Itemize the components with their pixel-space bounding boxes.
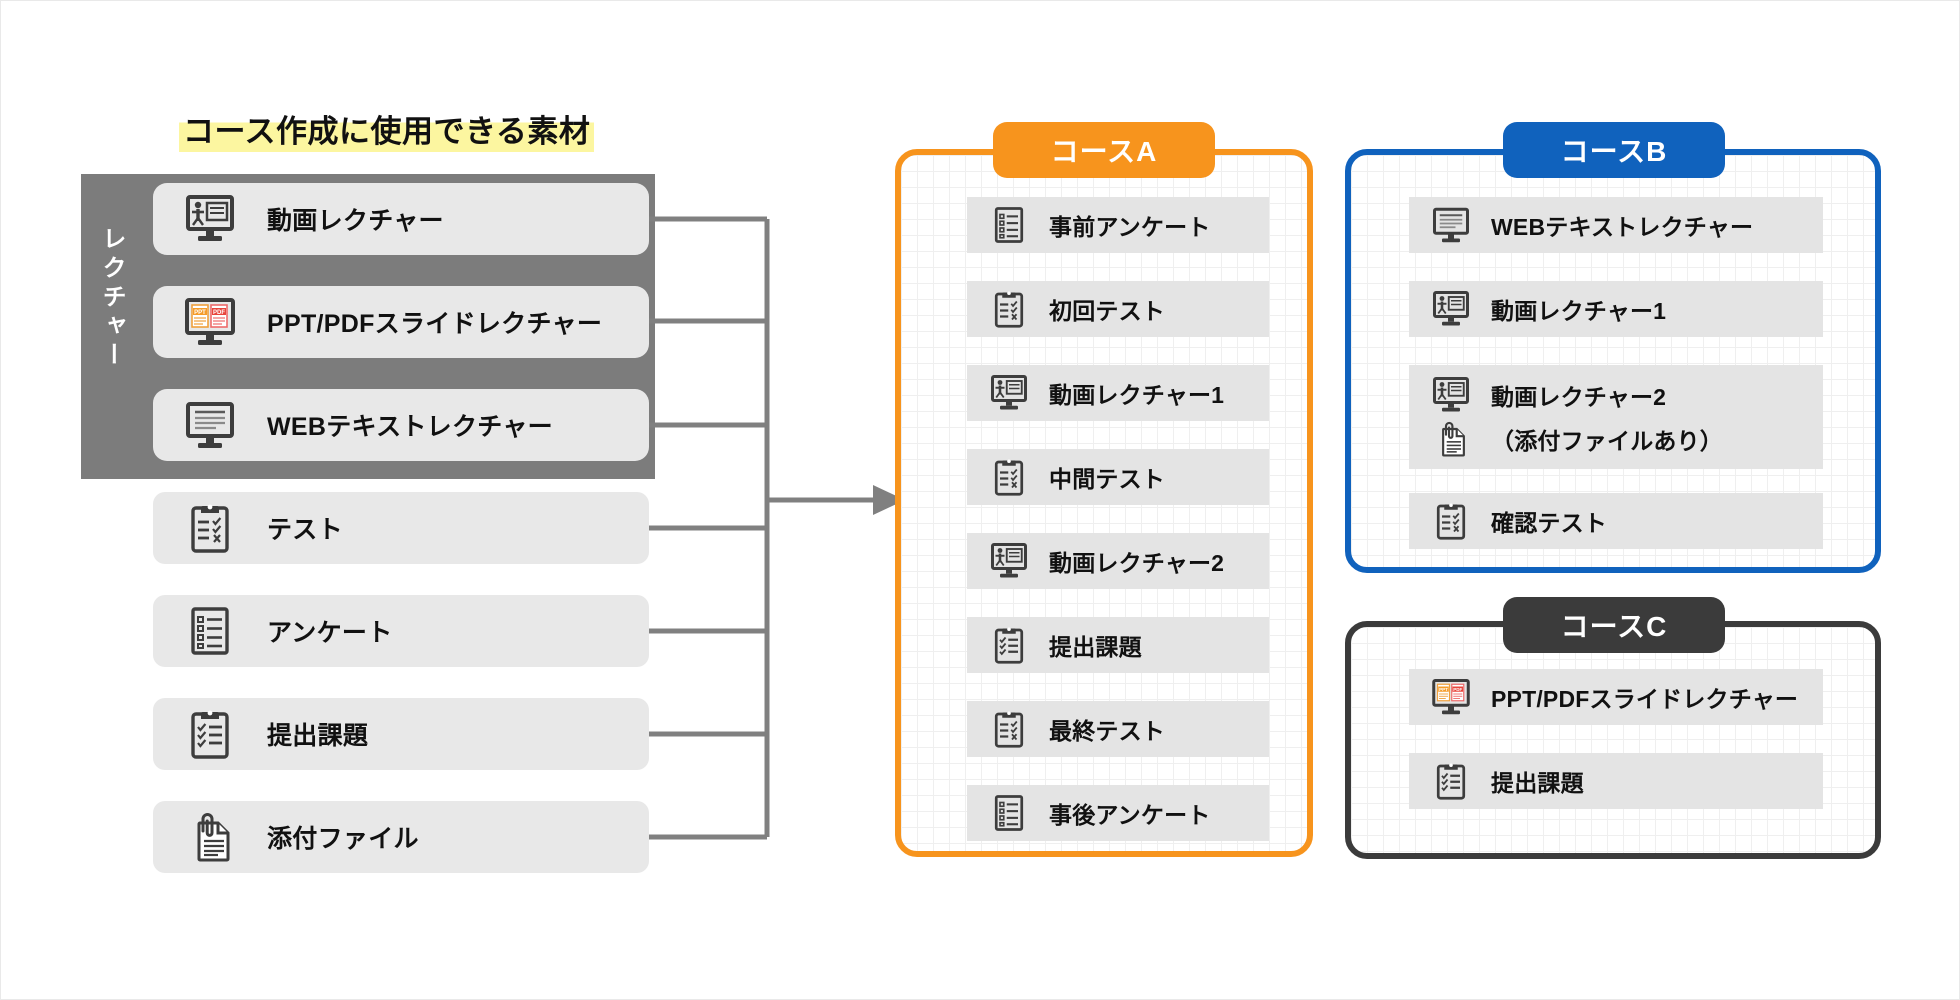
- course-a-item-4[interactable]: 中間テスト: [967, 449, 1269, 505]
- assignment-clipboard-icon: [181, 705, 239, 763]
- course-a-box: 事前アンケート 初回テスト: [895, 149, 1313, 857]
- material-item-label: 提出課題: [267, 722, 369, 750]
- course-a-item-5[interactable]: 動画レクチャー2: [967, 533, 1269, 589]
- course-item-label: 事後アンケート: [1049, 802, 1211, 828]
- attachment-file-icon: [1427, 417, 1475, 461]
- course-item-label: 初回テスト: [1049, 298, 1165, 324]
- course-a-tab[interactable]: コースA: [993, 122, 1215, 178]
- material-item-label: 添付ファイル: [267, 825, 419, 853]
- course-a-item-1[interactable]: 事前アンケート: [967, 197, 1269, 253]
- attachment-file-icon: [181, 808, 239, 866]
- course-a-item-3[interactable]: 動画レクチャー1: [967, 365, 1269, 421]
- web-text-lecture-icon: [181, 396, 239, 454]
- course-item-label: 最終テスト: [1049, 718, 1165, 744]
- page-title: コース作成に使用できる素材: [179, 114, 595, 152]
- video-lecture-icon: [1427, 285, 1475, 333]
- material-item-label: WEBテキストレクチャー: [267, 413, 553, 441]
- video-lecture-icon: [985, 537, 1033, 585]
- svg-text:PDF: PDF: [1453, 687, 1462, 692]
- course-item-sublabel: （添付ファイルあり）: [1491, 428, 1723, 454]
- lecture-group-label: レクチャー: [98, 226, 125, 371]
- material-item-label: PPT/PDFスライドレクチャー: [267, 310, 603, 338]
- assignment-clipboard-icon: [985, 621, 1033, 669]
- course-b-item-2[interactable]: 動画レクチャー1: [1409, 281, 1823, 337]
- course-item-label: 動画レクチャー1: [1491, 298, 1667, 324]
- test-clipboard-icon: [985, 285, 1033, 333]
- course-b-item-4[interactable]: 確認テスト: [1409, 493, 1823, 549]
- video-lecture-icon: [985, 369, 1033, 417]
- slide-lecture-icon: PPT PDF: [1427, 673, 1475, 721]
- course-c-box: PPT PDF PPT/PDFスライドレクチャー: [1345, 621, 1881, 859]
- survey-list-icon: [985, 201, 1033, 249]
- material-item-slide-lecture[interactable]: PPT PDF PPT/PDFスライドレクチャー: [153, 286, 649, 358]
- course-item-label: 動画レクチャー1: [1049, 382, 1225, 408]
- course-b-item-1[interactable]: WEBテキストレクチャー: [1409, 197, 1823, 253]
- course-item-label: 確認テスト: [1491, 510, 1607, 536]
- course-item-label: PPT/PDFスライドレクチャー: [1491, 686, 1799, 712]
- svg-text:PPT: PPT: [1439, 687, 1448, 692]
- course-b-box: WEBテキストレクチャー: [1345, 149, 1881, 573]
- survey-list-icon: [985, 789, 1033, 837]
- test-clipboard-icon: [1427, 497, 1475, 545]
- course-item-label: 動画レクチャー2: [1491, 384, 1667, 410]
- web-text-lecture-icon: [1427, 201, 1475, 249]
- course-item-label: 動画レクチャー2: [1049, 550, 1225, 576]
- svg-text:PDF: PDF: [213, 310, 225, 316]
- material-item-survey[interactable]: アンケート: [153, 595, 649, 667]
- video-lecture-icon: [1427, 373, 1475, 417]
- assignment-clipboard-icon: [1427, 757, 1475, 805]
- test-clipboard-icon: [181, 499, 239, 557]
- material-item-label: アンケート: [267, 619, 393, 647]
- material-item-assignment[interactable]: 提出課題: [153, 698, 649, 770]
- test-clipboard-icon: [985, 705, 1033, 753]
- course-b-tab[interactable]: コースB: [1503, 122, 1725, 178]
- material-item-video-lecture[interactable]: 動画レクチャー: [153, 183, 649, 255]
- course-item-label: 提出課題: [1049, 634, 1142, 660]
- course-a-item-2[interactable]: 初回テスト: [967, 281, 1269, 337]
- course-a-item-8[interactable]: 事後アンケート: [967, 785, 1269, 841]
- material-item-label: テスト: [267, 516, 343, 544]
- course-a-item-6[interactable]: 提出課題: [967, 617, 1269, 673]
- course-a-item-7[interactable]: 最終テスト: [967, 701, 1269, 757]
- material-item-test[interactable]: テスト: [153, 492, 649, 564]
- course-item-label: 中間テスト: [1049, 466, 1165, 492]
- course-c-item-2[interactable]: 提出課題: [1409, 753, 1823, 809]
- material-item-attachment[interactable]: 添付ファイル: [153, 801, 649, 873]
- slide-lecture-icon: PPT PDF: [181, 293, 239, 351]
- course-c-tab[interactable]: コースC: [1503, 597, 1725, 653]
- course-c-item-1[interactable]: PPT PDF PPT/PDFスライドレクチャー: [1409, 669, 1823, 725]
- course-item-label: 提出課題: [1491, 770, 1584, 796]
- test-clipboard-icon: [985, 453, 1033, 501]
- material-item-web-text-lecture[interactable]: WEBテキストレクチャー: [153, 389, 649, 461]
- video-lecture-icon: [181, 190, 239, 248]
- material-item-label: 動画レクチャー: [267, 207, 444, 235]
- course-item-label: 事前アンケート: [1049, 214, 1211, 240]
- svg-text:PPT: PPT: [194, 310, 206, 316]
- course-b-item-3[interactable]: 動画レクチャー2 （添付ファイルあり）: [1409, 365, 1823, 469]
- survey-list-icon: [181, 602, 239, 660]
- course-item-label: WEBテキストレクチャー: [1491, 214, 1754, 240]
